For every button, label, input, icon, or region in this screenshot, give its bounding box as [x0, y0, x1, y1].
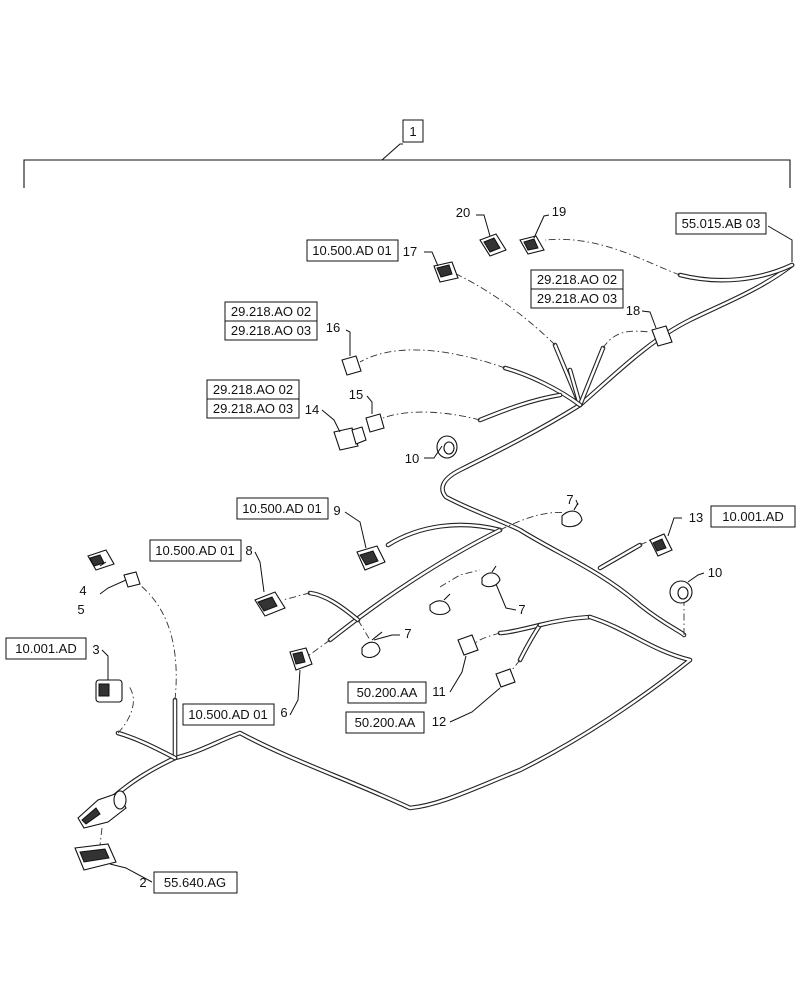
callout-7-lower: 7	[404, 626, 411, 641]
ref-18-ao03-label: 29.218.AO 03	[537, 291, 617, 306]
ref-item-3[interactable]: 10.001.AD	[5, 637, 87, 660]
grommet-10-upper	[436, 435, 458, 459]
connector-20	[479, 233, 507, 257]
connector-17	[433, 261, 459, 283]
callout-17: 17	[403, 244, 417, 259]
ref-3-label: 10.001.AD	[15, 641, 76, 656]
ref-6-label: 10.500.AD 01	[188, 707, 268, 722]
connector-9	[356, 545, 386, 571]
callout-12: 12	[432, 714, 446, 729]
callout-10-upper: 10	[405, 451, 419, 466]
connector-3	[95, 679, 123, 703]
callout-8: 8	[245, 543, 252, 558]
ref-13-label: 10.001.AD	[722, 509, 783, 524]
ref-item-8[interactable]: 10.500.AD 01	[149, 539, 242, 562]
ref-item-2[interactable]: 55.640.AG	[153, 871, 238, 894]
callout-7-upper: 7	[566, 492, 573, 507]
ref-item-12[interactable]: 50.200.AA	[345, 711, 425, 734]
connector-4	[87, 549, 115, 571]
callout-4: 4	[79, 583, 86, 598]
clip-7-lower-left	[361, 631, 383, 659]
ref-12-label: 50.200.AA	[355, 715, 416, 730]
ref-item-11[interactable]: 50.200.AA	[347, 681, 427, 704]
ref-8-label: 10.500.AD 01	[155, 543, 235, 558]
wiring-harness	[107, 262, 795, 811]
ref-item-18-ao02[interactable]: 29.218.AO 02	[530, 269, 624, 290]
ref-9-label: 10.500.AD 01	[242, 501, 322, 516]
main-harness-connector	[77, 790, 127, 829]
callout-16: 16	[326, 320, 340, 335]
connector-12	[495, 668, 516, 688]
ref-item-13[interactable]: 10.001.AD	[710, 505, 796, 528]
callout-3: 3	[92, 642, 99, 657]
connector-2	[74, 843, 117, 871]
callout-15: 15	[349, 387, 363, 402]
ref-16-ao03-label: 29.218.AO 03	[231, 323, 311, 338]
callout-1: 1	[409, 124, 416, 139]
callout-11: 11	[432, 684, 446, 699]
callout-6: 6	[280, 705, 287, 720]
assembly-bracket: 1	[23, 119, 791, 188]
ref-11-label: 50.200.AA	[357, 685, 418, 700]
callout-5: 5	[77, 602, 84, 617]
reference-boxes: 55.015.AB 03 10.500.AD 01 29.218.AO 02 2…	[5, 212, 796, 894]
connector-5	[123, 571, 141, 588]
callout-7-middle: 7	[518, 602, 525, 617]
connector-14	[333, 426, 367, 451]
connector-11	[457, 634, 479, 656]
connector-6	[289, 647, 313, 671]
callout-numbers: 2 3 4 5 6 7 7 7 8 9 10 10 11 12 13 14 15…	[77, 204, 722, 890]
connector-18	[651, 325, 673, 347]
callout-19: 19	[552, 204, 566, 219]
ref-18-ao02-label: 29.218.AO 02	[537, 272, 617, 287]
ref-item-14-ao03[interactable]: 29.218.AO 03	[206, 398, 300, 419]
connector-19	[519, 235, 545, 255]
ref-55015-ab03[interactable]: 55.015.AB 03	[675, 212, 767, 235]
callout-18: 18	[626, 303, 640, 318]
ref-14-ao02-label: 29.218.AO 02	[213, 382, 293, 397]
ref-item-6[interactable]: 10.500.AD 01	[182, 703, 275, 726]
harness-components	[74, 233, 693, 871]
ref-item-16-ao03[interactable]: 29.218.AO 03	[224, 320, 318, 341]
callout-2: 2	[139, 875, 146, 890]
ref-item-9[interactable]: 10.500.AD 01	[236, 497, 329, 520]
ref-2-label: 55.640.AG	[164, 875, 226, 890]
callout-10-right: 10	[708, 565, 722, 580]
ref-14-ao03-label: 29.218.AO 03	[213, 401, 293, 416]
connector-16	[341, 355, 362, 376]
callout-20: 20	[456, 205, 470, 220]
clip-7-upper	[561, 502, 583, 528]
ref-16-ao02-label: 29.218.AO 02	[231, 304, 311, 319]
ref-item-17[interactable]: 10.500.AD 01	[306, 239, 399, 262]
ref-55015-label: 55.015.AB 03	[682, 216, 761, 231]
callout-14: 14	[305, 402, 319, 417]
callout-9: 9	[333, 503, 340, 518]
connector-13	[649, 533, 673, 557]
callout-13: 13	[689, 510, 703, 525]
clip-7-center	[429, 593, 451, 616]
ref-item-18-ao03[interactable]: 29.218.AO 03	[530, 288, 624, 309]
ref-17-label: 10.500.AD 01	[312, 243, 392, 258]
connector-8	[254, 591, 286, 617]
connector-15	[365, 413, 385, 433]
clip-7-right	[481, 565, 501, 588]
leader-lines	[99, 214, 793, 883]
ref-item-16-ao02[interactable]: 29.218.AO 02	[224, 301, 318, 322]
ref-item-14-ao02[interactable]: 29.218.AO 02	[206, 379, 300, 400]
grommet-10-right	[669, 580, 693, 604]
